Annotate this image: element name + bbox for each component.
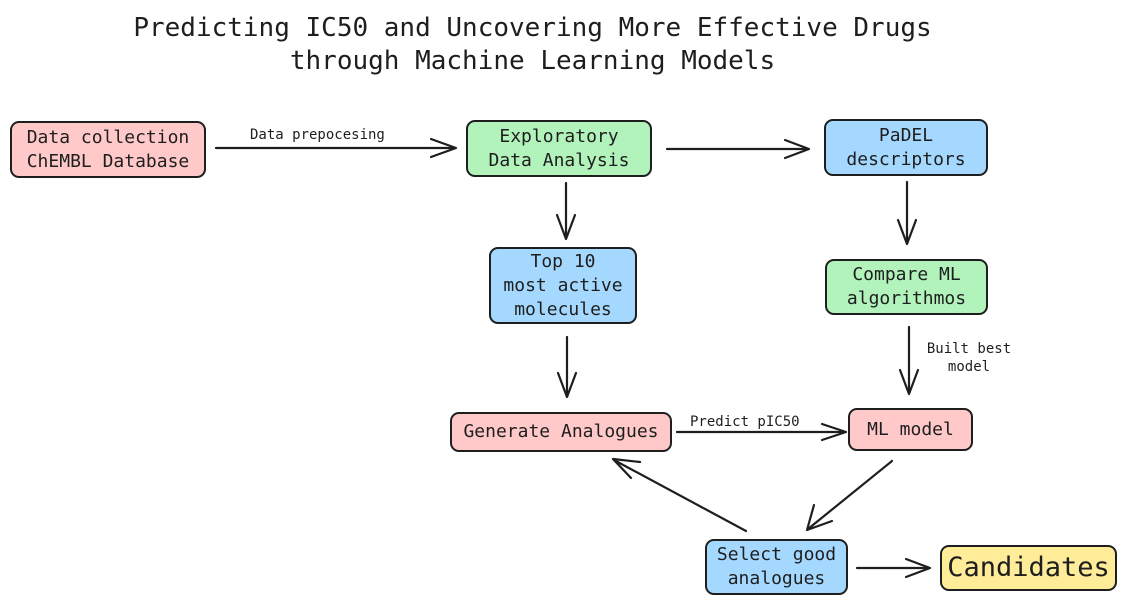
- node-generate-analogues-label: Generate Analogues: [463, 421, 659, 442]
- edge-label-built-best-model: Built best model: [926, 341, 1012, 375]
- edge-datacollection-to-eda-arrowhead: [429, 137, 458, 159]
- node-data-collection: Data collection ChEMBL Database: [10, 121, 206, 178]
- edge-mlmodel-to-select-arrowhead: [805, 503, 834, 532]
- edge-label-preprocessing: Data prepocesing: [250, 127, 385, 143]
- node-eda-label: Exploratory Data Analysis: [488, 125, 630, 171]
- node-top10-molecules: Top 10 most active molecules: [489, 247, 637, 324]
- node-exploratory-data-analysis: Exploratory Data Analysis: [466, 120, 652, 177]
- node-select-analogues-label: Select good analogues: [716, 544, 837, 589]
- node-data-collection-label: Data collection ChEMBL Database: [26, 126, 190, 172]
- node-top10-label: Top 10 most active molecules: [503, 250, 623, 320]
- node-candidates-label: Candidates: [947, 552, 1110, 583]
- edge-label-predict-pic50: Predict pIC50: [690, 414, 800, 430]
- node-generate-analogues: Generate Analogues: [450, 412, 672, 452]
- diagram-title-line-1: Predicting IC50 and Uncovering More Effe…: [133, 13, 932, 43]
- edge-eda-to-top10-arrowhead: [555, 213, 577, 241]
- edge-padel-to-compareml-arrowhead: [896, 218, 918, 246]
- edge-mlmodel-to-select: [806, 459, 894, 531]
- node-candidates: Candidates: [940, 545, 1117, 591]
- diagram-title-line-2: through Machine Learning Models: [289, 46, 776, 76]
- node-ml-model-label: ML model: [867, 418, 954, 440]
- edge-eda-to-padel-arrowhead: [783, 138, 811, 160]
- node-compare-ml-label: Compare ML algorithmos: [846, 264, 967, 309]
- edge-select-to-candidates-arrowhead: [904, 557, 932, 579]
- edge-select-to-generate-arrowhead: [611, 457, 642, 480]
- node-compare-ml: Compare ML algorithmos: [825, 259, 988, 315]
- edge-generate-to-mlmodel-arrowhead: [820, 422, 848, 442]
- node-padel-label: PaDEL descriptors: [846, 124, 966, 170]
- node-padel-descriptors: PaDEL descriptors: [824, 119, 988, 176]
- edge-top10-to-generate-arrowhead: [556, 371, 578, 399]
- node-ml-model: ML model: [848, 408, 973, 451]
- node-select-good-analogues: Select good analogues: [705, 539, 848, 595]
- edge-select-to-generate: [612, 458, 748, 533]
- edge-compareml-to-mlmodel-arrowhead: [898, 368, 920, 396]
